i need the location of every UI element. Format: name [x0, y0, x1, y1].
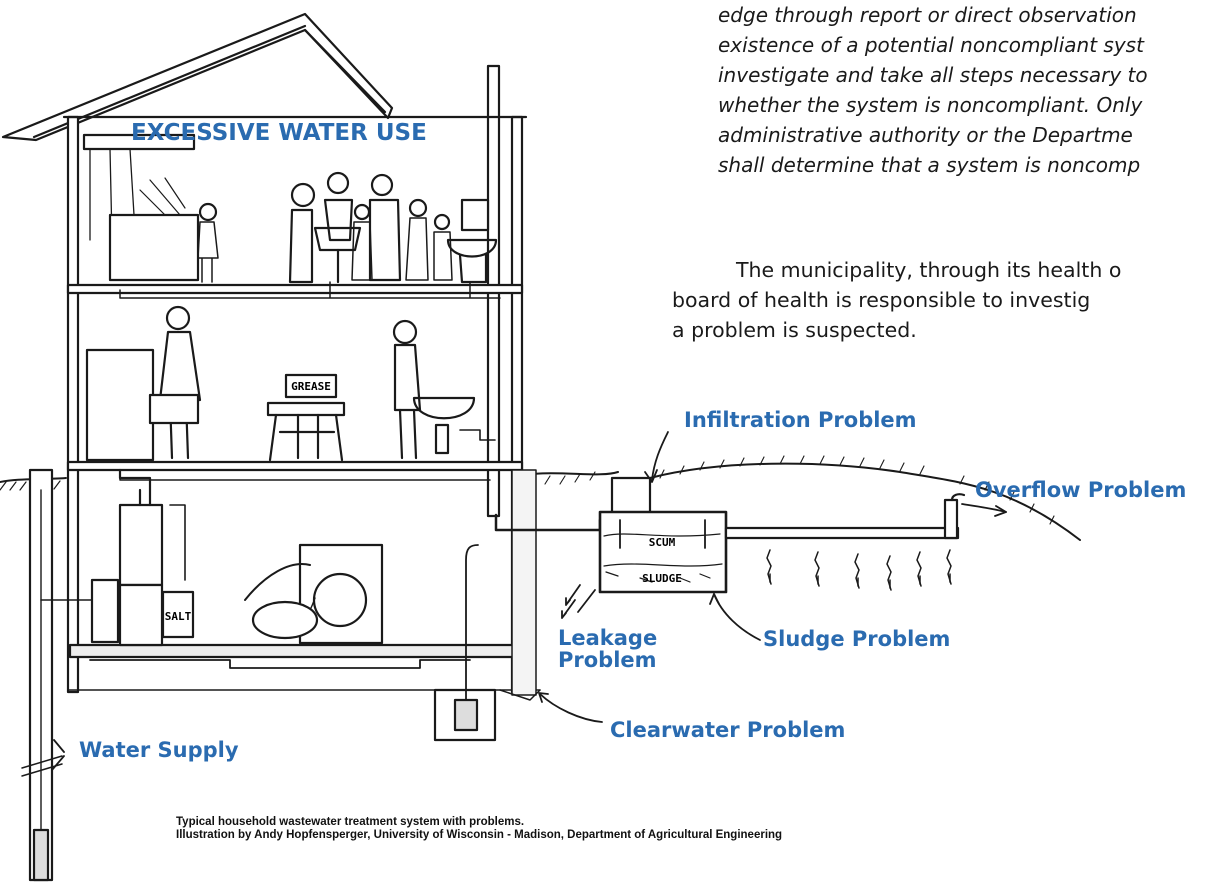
- regulation-line: investigate and take all steps necessary…: [718, 63, 1148, 87]
- infiltration-problem-label: Infiltration Problem: [684, 408, 917, 432]
- paragraph-line: The municipality, through its health o: [736, 258, 1122, 282]
- bathroom-scene: [82, 133, 501, 299]
- septic-tank: [598, 476, 728, 594]
- grease-sign: GREASE: [291, 380, 331, 393]
- regulation-line: shall determine that a system is noncomp: [718, 153, 1141, 177]
- regulation-line: existence of a potential noncompliant sy…: [718, 33, 1144, 57]
- overflow-problem-label: Overflow Problem: [975, 478, 1187, 502]
- salt-bag: SALT: [165, 610, 192, 623]
- municipality-paragraph: The municipality, through its health o b…: [672, 255, 1231, 345]
- clearwater-problem-label: Clearwater Problem: [610, 718, 846, 742]
- problem-arrows: [51, 431, 1007, 771]
- scum-layer: SCUM: [649, 536, 676, 549]
- regulation-line: edge through report or direct observatio…: [718, 3, 1137, 27]
- regulation-excerpt: edge through report or direct observatio…: [718, 0, 1231, 180]
- paragraph-line: board of health is responsible to invest…: [672, 288, 1091, 312]
- kitchen-scene: [85, 305, 496, 481]
- caption-line: Illustration by Andy Hopfensperger, Univ…: [176, 829, 783, 841]
- water-supply-label: Water Supply: [79, 738, 239, 762]
- regulation-line: whether the system is noncompliant. Only: [718, 93, 1143, 117]
- excessive-water-use-label: EXCESSIVE WATER USE: [131, 120, 427, 146]
- floors: [66, 283, 524, 472]
- leakage-line: Leakage: [558, 626, 658, 650]
- leakage-line: Problem: [558, 648, 657, 672]
- leakage-problem-label: Leakage Problem: [558, 627, 657, 671]
- house-walls: [62, 115, 528, 694]
- regulation-line: administrative authority or the Departme: [718, 123, 1133, 147]
- sump-pit: [433, 544, 541, 742]
- sludge-layer: SLUDGE: [642, 572, 682, 585]
- basement-scene: [89, 468, 471, 669]
- drainfield: [724, 493, 966, 591]
- paragraph-line: a problem is suspected.: [672, 318, 917, 342]
- caption-line: Typical household wastewater treatment s…: [176, 816, 525, 828]
- figure-caption: Typical household wastewater treatment s…: [176, 816, 782, 842]
- well-casing: [21, 468, 101, 882]
- sludge-problem-label: Sludge Problem: [763, 627, 951, 651]
